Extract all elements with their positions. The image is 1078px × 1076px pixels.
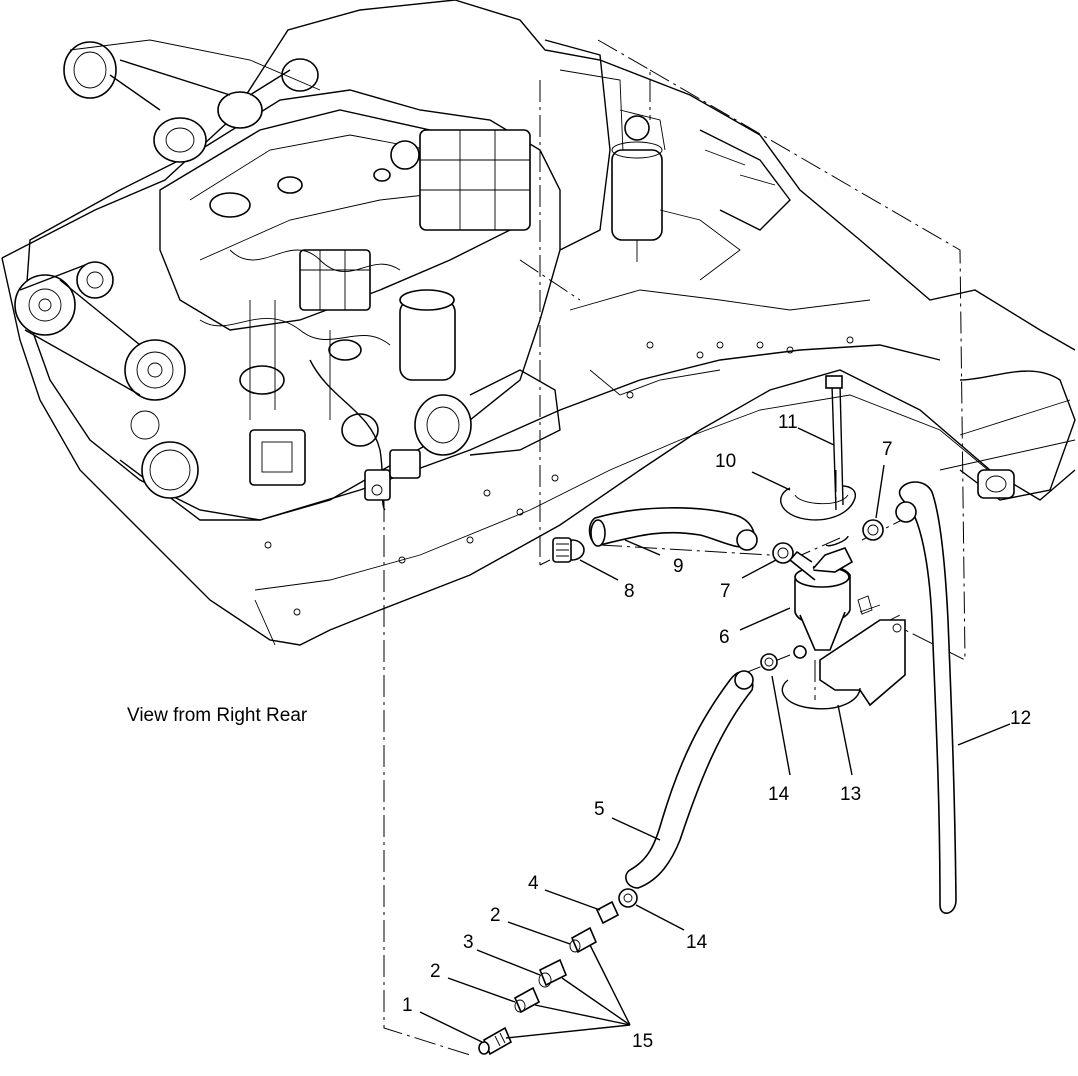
callout-1: 1 bbox=[402, 995, 413, 1016]
callout-3: 3 bbox=[463, 932, 474, 953]
hose-12-part bbox=[898, 481, 957, 914]
fitting-chain-parts bbox=[478, 888, 638, 1056]
cable-tie-part bbox=[831, 384, 837, 511]
callout-12: 12 bbox=[1010, 708, 1031, 729]
callout-4: 4 bbox=[528, 873, 539, 894]
callout-2-lower: 2 bbox=[430, 961, 441, 982]
callout-14-upper: 14 bbox=[768, 784, 790, 805]
hose-9-part bbox=[588, 507, 756, 548]
hose-clamp-7b-part bbox=[862, 519, 884, 541]
leader-lines bbox=[419, 427, 1011, 1043]
hose-clamp-7a-part bbox=[772, 542, 794, 564]
explosion-dash-lines bbox=[383, 39, 966, 1056]
hose-clamp-14a-part bbox=[760, 653, 778, 671]
callout-9: 9 bbox=[673, 556, 684, 577]
callout-10: 10 bbox=[715, 451, 736, 472]
exploded-parts bbox=[478, 375, 957, 1056]
callout-14-lower: 14 bbox=[686, 932, 708, 953]
callout-13: 13 bbox=[840, 784, 861, 805]
engine-assembly-drawing bbox=[1, 0, 1076, 646]
callout-8: 8 bbox=[624, 581, 635, 602]
clamp-plate-part bbox=[780, 485, 857, 521]
callout-15: 15 bbox=[632, 1031, 653, 1052]
callout-7-mid: 7 bbox=[720, 581, 731, 602]
breather-separator-part bbox=[788, 535, 854, 659]
callout-labels: 11 10 7 9 8 7 6 14 13 12 5 4 14 2 3 2 1 … bbox=[402, 412, 1031, 1052]
callout-11: 11 bbox=[778, 412, 798, 433]
hose-5-part bbox=[625, 671, 754, 889]
callout-5: 5 bbox=[594, 799, 605, 820]
hose-clamp-8-part bbox=[552, 537, 585, 563]
callout-7-right: 7 bbox=[882, 439, 893, 460]
view-caption: View from Right Rear bbox=[127, 705, 308, 726]
callout-6: 6 bbox=[719, 627, 730, 648]
mounting-bracket-part bbox=[781, 595, 906, 710]
callout-2-upper: 2 bbox=[490, 905, 501, 926]
